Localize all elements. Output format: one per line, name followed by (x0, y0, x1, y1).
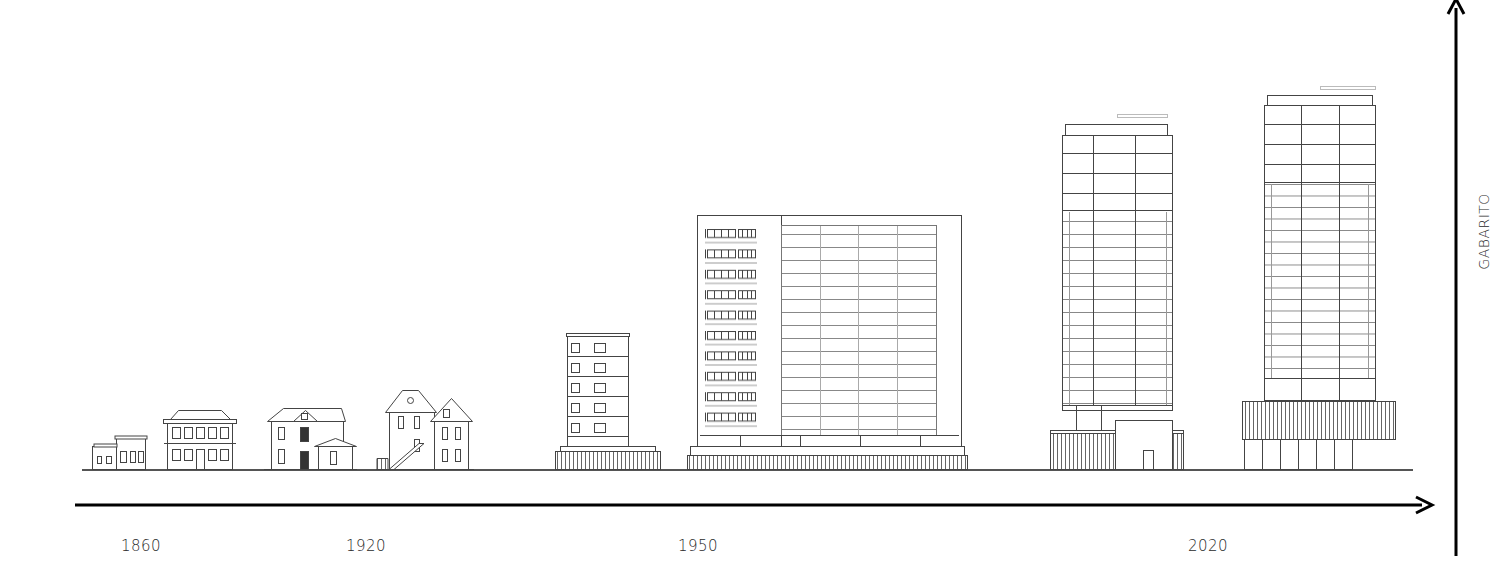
year-label: 2020 (1188, 537, 1228, 555)
building-1920-b (376, 391, 474, 470)
year-label: 1920 (346, 537, 386, 555)
building-1860-b (164, 411, 237, 470)
building-1950-a (556, 334, 661, 470)
axis-title: GABARITO (1476, 193, 1493, 270)
tower-2020-a (1051, 115, 1184, 470)
building-1920-a (264, 409, 357, 470)
year-label: 1950 (678, 537, 718, 555)
tower-2020-b (1243, 87, 1396, 471)
time-axis (75, 497, 1432, 513)
height-axis (1448, 0, 1464, 556)
building-1950-b (688, 216, 968, 470)
building-1860-a (93, 436, 148, 470)
year-label: 1860 (121, 537, 161, 555)
